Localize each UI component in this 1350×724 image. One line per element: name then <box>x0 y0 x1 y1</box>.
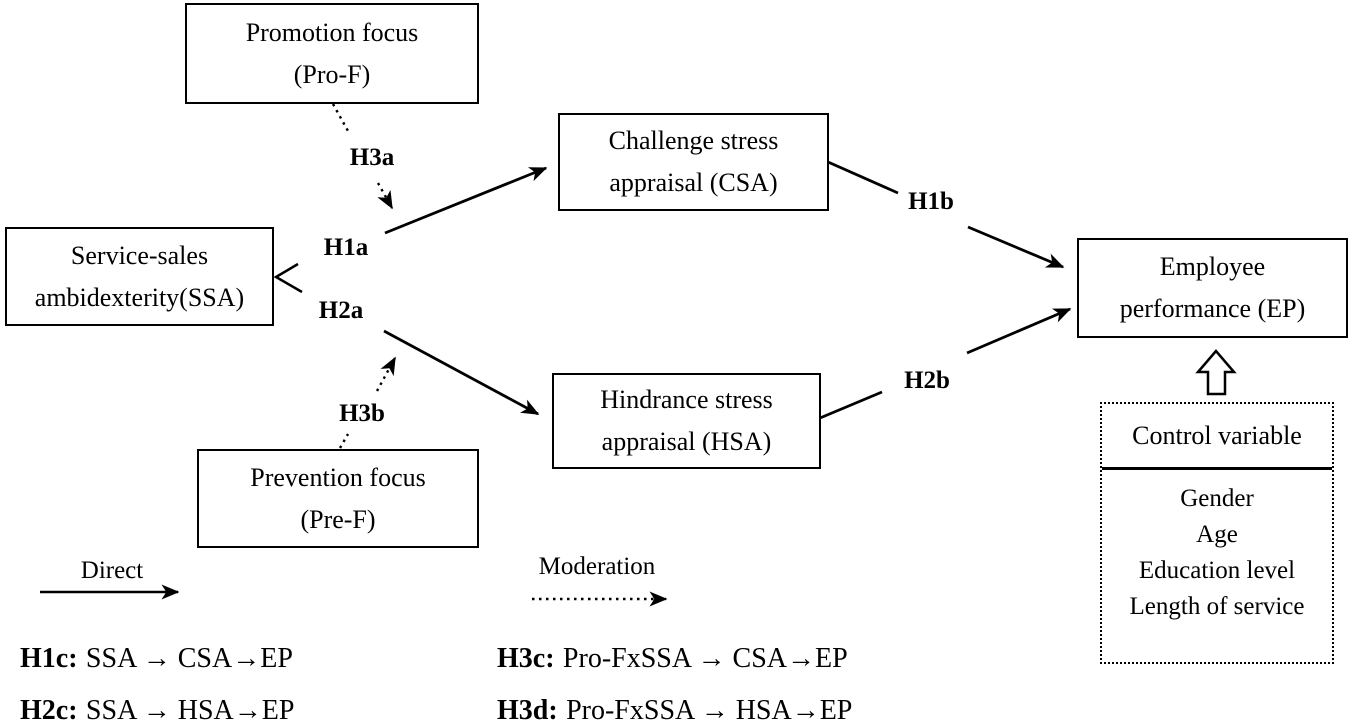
hsa-label-line1: Hindrance stress <box>600 385 773 414</box>
service-sales-ambidexterity-box: Service-sales ambidexterity(SSA) <box>5 227 274 326</box>
ssa-label-line1: Service-sales <box>70 240 209 270</box>
ssa-label-line2: ambidexterity(SSA) <box>34 282 245 312</box>
direct-legend-label: Direct <box>80 557 144 584</box>
control-variable-box: Control variable Gender Age Education le… <box>1100 402 1334 664</box>
hypothesis-h3c: H3c:Pro-FxSSA → CSA→EP <box>497 643 848 675</box>
path-label-h3a: H3a <box>349 144 395 171</box>
control-variable-items: Gender Age Education level Length of ser… <box>1102 470 1332 625</box>
moderation-legend-label: Moderation <box>538 553 656 580</box>
control-item-education-level: Education level <box>1138 557 1296 584</box>
hypothesis-h3d-prefix: H3d: <box>497 695 558 724</box>
hypothesis-h3d-text: Pro-FxSSA → HSA→EP <box>566 695 853 724</box>
csa-label-line1: Challenge stress <box>608 126 779 155</box>
prevention-moderation-arrow-segment <box>338 433 350 449</box>
hypothesis-h2c: H2c:SSA → HSA→EP <box>20 695 294 724</box>
prevention-focus-label-line1: Prevention focus <box>250 462 426 492</box>
csa-label-line2: appraisal (CSA) <box>609 168 778 197</box>
control-item-age: Age <box>1196 521 1238 548</box>
hypothesis-h3c-text: Pro-FxSSA → CSA→EP <box>562 643 848 674</box>
hypothesis-h1c-prefix: H1c: <box>20 643 78 674</box>
control-item-length-of-service: Length of service <box>1129 593 1305 620</box>
control-variable-title: Control variable <box>1102 404 1332 470</box>
path-label-h2a: H2a <box>318 297 364 324</box>
hypothesis-h3d: H3d: Pro-FxSSA → HSA→EP <box>497 695 852 724</box>
ep-label-line1: Employee <box>1159 252 1266 281</box>
challenge-stress-appraisal-box: Challenge stress appraisal (CSA) <box>558 113 829 211</box>
promotion-moderation-arrow <box>376 182 394 210</box>
path-label-h2b: H2b <box>904 367 950 394</box>
ssa-fork-icon <box>273 262 303 294</box>
hypothesis-h1c-text: SSA → CSA→EP <box>85 643 293 674</box>
hypothesis-h1c: H1c:SSA → CSA→EP <box>20 643 293 675</box>
promotion-focus-label-line2: (Pro-F) <box>293 59 371 89</box>
employee-performance-box: Employee performance (EP) <box>1077 238 1348 338</box>
csa-to-ep-arrow <box>967 225 1065 269</box>
ep-label-line2: performance (EP) <box>1119 294 1306 323</box>
hsa-to-ep-arrow-segment <box>819 390 883 420</box>
hindrance-stress-appraisal-box: Hindrance stress appraisal (HSA) <box>552 373 821 469</box>
ssa-to-hsa-arrow <box>383 329 540 416</box>
control-item-gender: Gender <box>1180 485 1254 512</box>
promotion-focus-box: Promotion focus (Pro-F) <box>185 3 479 104</box>
hypothesis-h2c-text: SSA → HSA→EP <box>85 695 295 724</box>
csa-to-ep-arrow-segment <box>827 160 899 195</box>
prevention-focus-box: Prevention focus (Pre-F) <box>197 449 479 548</box>
prevention-moderation-arrow <box>375 356 397 392</box>
hsa-label-line2: appraisal (HSA) <box>601 427 772 456</box>
path-label-h1b: H1b <box>908 188 954 215</box>
control-to-ep-block-arrow-icon <box>1195 349 1237 396</box>
hypothesis-h3c-prefix: H3c: <box>497 643 555 674</box>
promotion-focus-label-line1: Promotion focus <box>245 17 419 47</box>
prevention-focus-label-line2: (Pre-F) <box>300 504 376 534</box>
ssa-to-csa-arrow <box>384 166 548 235</box>
path-label-h3b: H3b <box>339 400 385 427</box>
promotion-moderation-arrow-segment <box>331 103 350 132</box>
hypothesis-h2c-prefix: H2c: <box>20 695 78 724</box>
hsa-to-ep-arrow <box>966 307 1072 355</box>
path-label-h1a: H1a <box>323 234 369 261</box>
